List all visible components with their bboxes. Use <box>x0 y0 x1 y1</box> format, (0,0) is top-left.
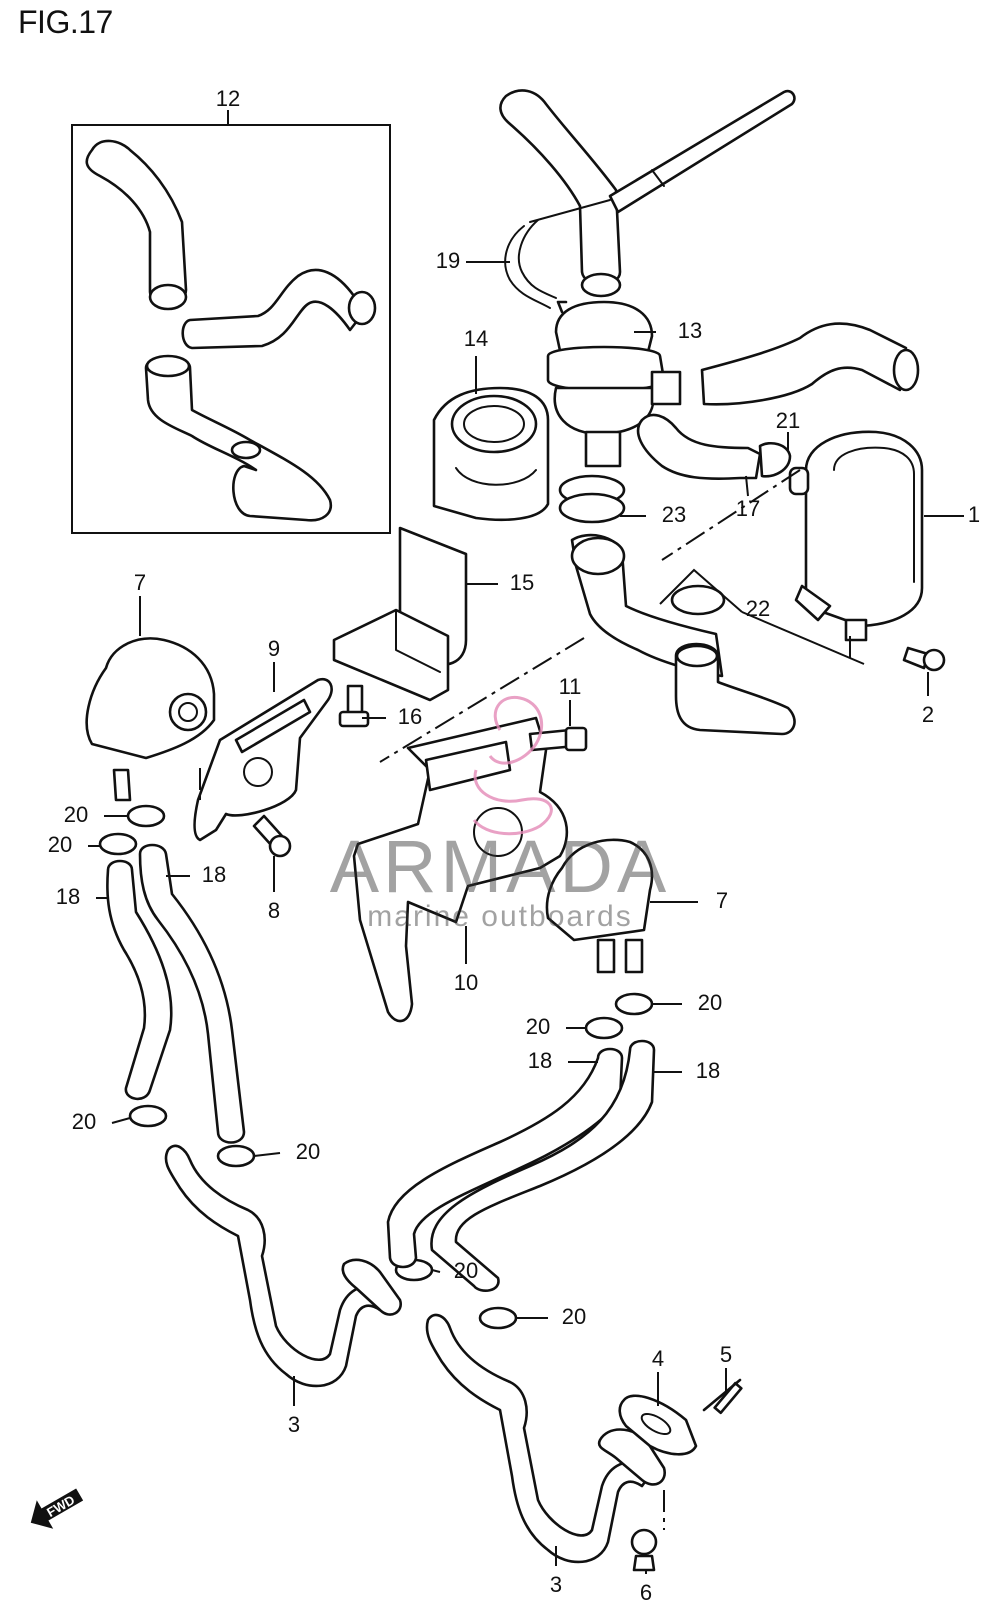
callout-20: 20 <box>562 1304 586 1329</box>
callout-18: 18 <box>202 862 226 887</box>
callout-8: 8 <box>268 898 280 923</box>
part-7-pumps <box>85 637 654 974</box>
callout-7: 7 <box>134 570 146 595</box>
callout-16: 16 <box>398 704 422 729</box>
callout-19: 19 <box>436 248 460 273</box>
callout-13: 13 <box>678 318 702 343</box>
callout-6: 6 <box>640 1580 652 1605</box>
fwd-direction-badge: FWD <box>30 1488 84 1529</box>
callout-3: 3 <box>288 1412 300 1437</box>
callout-18: 18 <box>696 1058 720 1083</box>
callout-9: 9 <box>268 636 280 661</box>
guide-lines <box>199 469 851 1530</box>
callout-11: 11 <box>559 674 582 699</box>
callout-20: 20 <box>48 832 72 857</box>
watermark-tagline: marine outboards <box>367 900 632 933</box>
leader-lines <box>88 261 964 1574</box>
part-14-mount <box>432 386 550 522</box>
callout-20: 20 <box>454 1258 478 1283</box>
callout-20: 20 <box>72 1109 96 1134</box>
callout-labels: 12 19 13 14 21 1 17 23 15 22 7 9 11 16 2 20 20 18 18 8 7 10 20… <box>48 86 980 1605</box>
callout-22: 22 <box>746 596 770 621</box>
callout-20: 20 <box>64 802 88 827</box>
callout-5: 5 <box>720 1342 732 1367</box>
part-1-canister <box>636 322 924 642</box>
callout-18: 18 <box>528 1048 552 1073</box>
callout-15: 15 <box>510 570 534 595</box>
callout-21: 21 <box>776 408 800 433</box>
callout-20: 20 <box>296 1139 320 1164</box>
part-23-22-hoses <box>558 474 796 736</box>
part-13-valve <box>546 300 682 468</box>
callout-12: 12 <box>216 86 240 111</box>
callout-18: 18 <box>56 884 80 909</box>
callout-20: 20 <box>698 990 722 1015</box>
watermark: ARMADA marine outboards <box>330 695 671 933</box>
callout-1: 1 <box>968 502 980 527</box>
callout-14: 14 <box>464 326 488 351</box>
upper-hoses <box>499 89 796 309</box>
hoses-18 <box>106 843 656 1292</box>
pipes-3 <box>164 1144 698 1564</box>
watermark-brand: ARMADA <box>330 825 671 908</box>
callout-4: 4 <box>652 1346 664 1371</box>
part-15-bracket <box>332 526 468 702</box>
callout-2: 2 <box>922 702 934 727</box>
callout-3: 3 <box>550 1572 562 1597</box>
callout-7: 7 <box>716 888 728 913</box>
callout-20: 20 <box>526 1014 550 1039</box>
callout-23: 23 <box>662 502 686 527</box>
callout-10: 10 <box>454 970 478 995</box>
part-9-10-brackets <box>193 677 569 1023</box>
hose-kit-box <box>71 110 391 534</box>
callout-17: 17 <box>736 496 760 521</box>
figure-title: FIG.17 <box>18 4 113 40</box>
